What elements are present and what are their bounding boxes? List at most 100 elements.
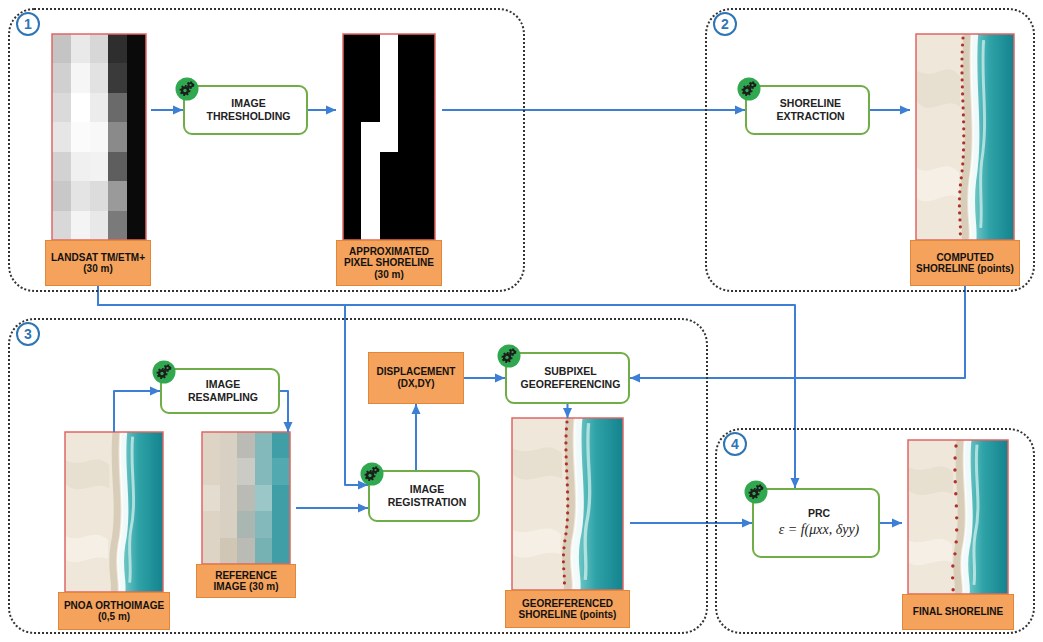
label-bar: GEOREFERENCED SHORELINE (points)	[505, 590, 630, 628]
process-box: IMAGE REGISTRATION	[368, 470, 480, 522]
flow-arrow	[442, 109, 745, 111]
flow-arrow	[98, 286, 368, 485]
gear-hole	[160, 372, 163, 375]
image-frame	[916, 34, 1014, 240]
gear-teeth	[510, 349, 516, 355]
gear-icon	[744, 480, 768, 504]
process-label: SUBPIXEL GEOREFERENCING	[519, 365, 622, 390]
image-node: REFERENCE IMAGE (30 m)	[196, 432, 296, 598]
image-node: LANDSAT TM/ETM+ (30 m)	[45, 34, 151, 286]
gear-hole	[752, 492, 755, 495]
gear-hole	[758, 487, 760, 489]
step-region: 4PRC ε = f(μxx, δyy) FINAL SHORELINE	[715, 428, 1035, 634]
shoreline-points	[563, 422, 567, 586]
process-box: SHORELINE EXTRACTION	[745, 85, 870, 135]
gear-icon	[360, 462, 384, 486]
image-label: PNOA ORTHOIMAGE (0,5 m)	[62, 600, 166, 623]
flow-arrow	[630, 522, 752, 524]
gear-hole	[505, 356, 508, 359]
gear-hole	[511, 351, 513, 353]
image-node: APPROXIMATED PIXEL SHORELINE (30 m)	[336, 34, 442, 286]
process-box: SUBPIXEL GEOREFERENCING	[505, 352, 630, 404]
beach-photo	[65, 432, 163, 592]
gear-hole	[166, 367, 168, 369]
process-label: IMAGE REGISTRATION	[382, 483, 472, 508]
step-region: 1LANDSAT TM/ETM+ (30 m) IMAGE THRESHOLDIN…	[8, 8, 525, 292]
step-number: 4	[723, 432, 747, 456]
flow-arrow	[151, 109, 183, 111]
step-region: 3IMAGE RESAMPLING DISPLACEMENT (DX,DY) SUB…	[8, 318, 708, 634]
label-bar: REFERENCE IMAGE (30 m)	[196, 564, 296, 598]
flow-arrow	[308, 109, 336, 111]
shoreline-points	[959, 38, 963, 236]
image-label: FINAL SHORELINE	[906, 606, 1010, 618]
step-number: 3	[16, 322, 40, 346]
formula: ε = f(μxx, δyy)	[766, 522, 872, 539]
flow-arrow	[114, 391, 160, 432]
gear-badge	[738, 78, 761, 101]
flow-arrow	[280, 391, 288, 432]
gear-teeth	[188, 82, 194, 88]
image-node: FINAL SHORELINE	[902, 440, 1014, 630]
flow-arrow	[415, 404, 417, 470]
gear-badge	[176, 78, 199, 101]
image-label: GEOREFERENCED SHORELINE (points)	[509, 598, 626, 621]
step-region: 2SHORELINE EXTRACTION COMPUTED SHORELINE …	[705, 8, 1035, 292]
process-box: IMAGE RESAMPLING	[160, 368, 280, 414]
gear-teeth	[750, 82, 756, 88]
gear-icon	[737, 77, 761, 101]
label-bar: LANDSAT TM/ETM+ (30 m)	[45, 240, 151, 286]
process-label: IMAGE THRESHOLDING	[197, 97, 300, 122]
image-frame	[65, 432, 163, 592]
gear-icon	[175, 77, 199, 101]
image-node: PNOA ORTHOIMAGE (0,5 m)	[58, 432, 170, 630]
step-number: 1	[16, 12, 40, 36]
image-frame	[343, 34, 435, 240]
label-bar: PNOA ORTHOIMAGE (0,5 m)	[58, 592, 170, 630]
flow-arrow	[567, 404, 569, 418]
gear-hole	[745, 89, 748, 92]
gear-icon	[497, 344, 521, 368]
process-label: IMAGE RESAMPLING	[174, 378, 272, 403]
data-box: DISPLACEMENT (DX,DY)	[368, 352, 464, 404]
gear-hole	[368, 474, 371, 477]
gear-badge	[153, 361, 176, 384]
flow-arrow	[464, 377, 505, 379]
image-frame	[908, 440, 1008, 594]
gear-badge	[745, 481, 768, 504]
gear-hole	[183, 89, 186, 92]
label-bar: COMPUTED SHORELINE (points)	[910, 240, 1020, 286]
process-label: PRC	[766, 507, 872, 520]
reference-image	[202, 432, 290, 564]
threshold-image	[343, 34, 435, 240]
gear-icon	[152, 360, 176, 384]
gear-badge	[361, 463, 384, 486]
process-label: DISPLACEMENT (DX,DY)	[373, 366, 459, 390]
flow-arrow	[870, 109, 910, 111]
gear-hole	[189, 84, 191, 86]
landsat-image	[52, 34, 146, 240]
beach-photo	[512, 418, 623, 590]
gear-hole	[751, 84, 753, 86]
image-node: COMPUTED SHORELINE (points)	[910, 34, 1020, 286]
flow-arrow	[880, 522, 902, 524]
gear-teeth	[757, 485, 763, 491]
shoreline-points	[952, 446, 956, 590]
flow-arrow	[98, 286, 795, 488]
gear-badge	[498, 345, 521, 368]
label-bar: APPROXIMATED PIXEL SHORELINE (30 m)	[336, 240, 442, 286]
image-label: APPROXIMATED PIXEL SHORELINE (30 m)	[340, 246, 438, 281]
process-label: SHORELINE EXTRACTION	[759, 97, 862, 122]
image-label: REFERENCE IMAGE (30 m)	[200, 570, 292, 593]
process-box: PRC ε = f(μxx, δyy)	[752, 488, 880, 558]
image-frame	[202, 432, 290, 564]
image-node: GEOREFERENCED SHORELINE (points)	[505, 418, 630, 628]
gear-hole	[374, 469, 376, 471]
step-number: 2	[713, 12, 737, 36]
image-frame	[512, 418, 623, 590]
gear-teeth	[373, 467, 379, 473]
beach-photo	[908, 440, 1008, 594]
image-label: COMPUTED SHORELINE (points)	[914, 252, 1016, 275]
